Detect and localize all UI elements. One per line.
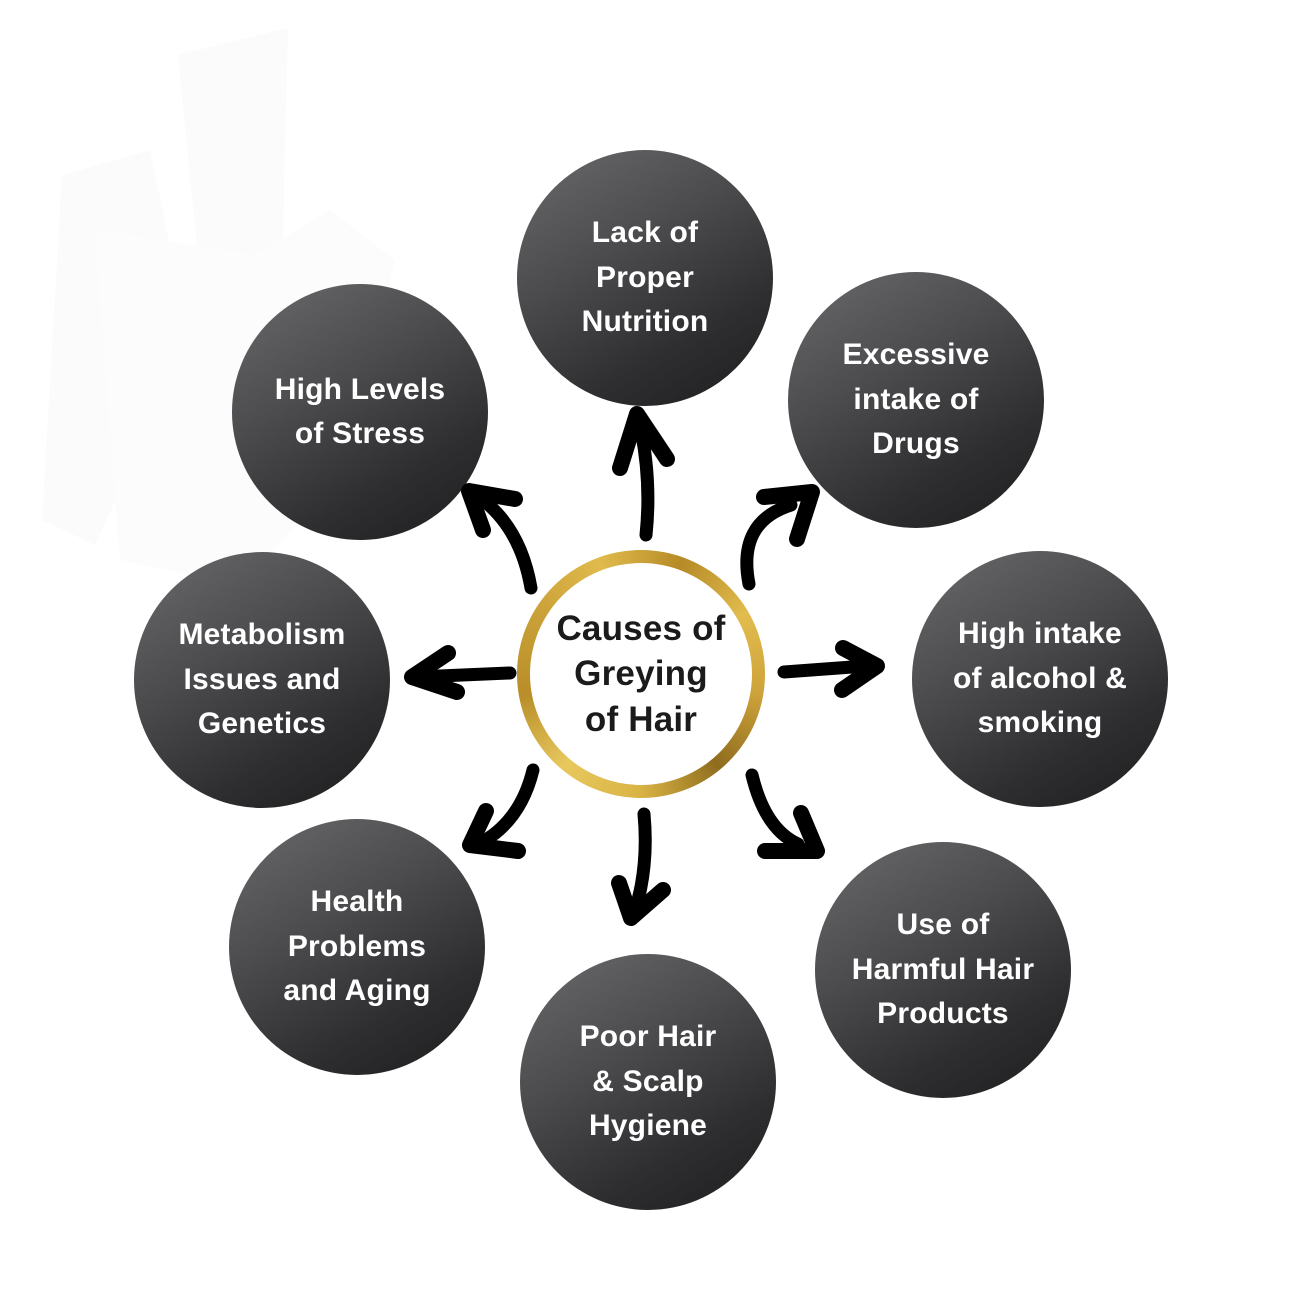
arrow-up-right-icon	[740, 484, 820, 591]
cause-circle-lack-of-proper-nutrition: Lack of Proper Nutrition	[517, 150, 773, 406]
arrow-up-icon	[612, 406, 675, 542]
arrow-down-left-icon	[462, 763, 540, 859]
arrow-down-right-icon	[745, 768, 825, 859]
cause-label-health-problems-and-aging: Health Problems and Aging	[283, 885, 431, 1008]
diagram-title: Causes of Greying of Hair	[556, 608, 726, 739]
arrow-up-left-icon	[461, 483, 538, 595]
cause-circle-poor-hair-scalp-hygiene: Poor Hair & Scalp Hygiene	[520, 954, 776, 1210]
center-circle: Causes of Greying of Hair	[530, 563, 752, 785]
cause-circle-excessive-intake-of-drugs: Excessive intake of Drugs	[788, 272, 1044, 528]
cause-label-use-of-harmful-hair-products: Use of Harmful Hair Products	[851, 908, 1035, 1031]
cause-circle-health-problems-and-aging: Health Problems and Aging	[229, 819, 485, 1075]
arrow-down-icon	[611, 807, 671, 926]
cause-circle-metabolism-issues-genetics: Metabolism Issues and Genetics	[134, 552, 390, 808]
cause-circle-use-of-harmful-hair-products: Use of Harmful Hair Products	[815, 842, 1071, 1098]
arrow-right-icon	[777, 640, 885, 698]
cause-label-high-levels-of-stress: High Levels of Stress	[274, 372, 446, 450]
center-circle-gold-ring: Causes of Greying of Hair	[517, 550, 765, 798]
cause-label-poor-hair-scalp-hygiene: Poor Hair & Scalp Hygiene	[579, 1020, 717, 1143]
cause-label-excessive-intake-of-drugs: Excessive intake of Drugs	[842, 338, 990, 461]
cause-label-metabolism-issues-genetics: Metabolism Issues and Genetics	[178, 618, 346, 741]
cause-circle-high-intake-alcohol-smoking: High intake of alcohol & smoking	[912, 551, 1168, 807]
arrow-left-icon	[404, 645, 517, 700]
cause-label-lack-of-proper-nutrition: Lack of Proper Nutrition	[581, 216, 709, 339]
cause-label-high-intake-alcohol-smoking: High intake of alcohol & smoking	[952, 617, 1128, 740]
cause-circle-high-levels-of-stress: High Levels of Stress	[232, 284, 488, 540]
